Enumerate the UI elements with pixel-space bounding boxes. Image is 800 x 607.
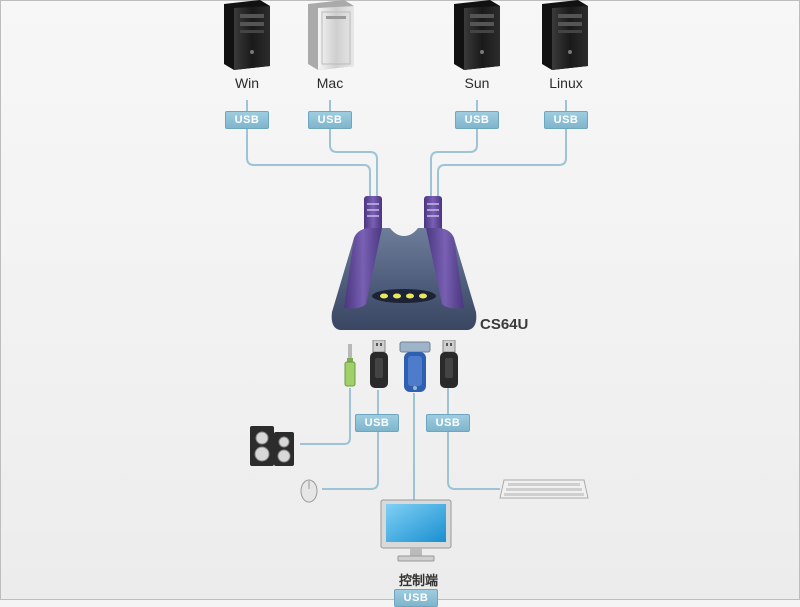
usb-badge-mac: USB (308, 111, 352, 129)
computer-label-win: Win (234, 75, 260, 91)
usb-plug-icon (370, 340, 388, 388)
usb-plug-icon (440, 340, 458, 388)
keyboard-cable (447, 388, 500, 490)
computer-label-mac: Mac (316, 75, 344, 91)
computer-label-sun: Sun (464, 75, 490, 91)
mac-cable (329, 100, 378, 198)
usb-badge-sun: USB (455, 111, 499, 129)
linux-computer-icon (542, 0, 588, 70)
computer-label-linux: Linux (549, 75, 583, 91)
monitor-icon (380, 499, 452, 562)
linux-cable (437, 100, 567, 198)
audio-jack-icon (344, 344, 356, 387)
usb-badge-keyboard: USB (426, 414, 470, 432)
speakers-icon (250, 426, 294, 466)
speaker-cable (300, 388, 351, 445)
mouse-cable (322, 390, 379, 490)
vga-connector-icon (399, 341, 431, 392)
win-computer-icon (224, 0, 270, 70)
sun-computer-icon (454, 0, 500, 70)
kvm-switch-icon (331, 196, 477, 330)
keyboard-icon (499, 479, 589, 499)
win-cable (246, 100, 371, 198)
sun-cable (430, 100, 478, 198)
mouse-icon (300, 479, 318, 503)
switch-model-name: CS64U (480, 316, 529, 333)
usb-badge-mouse: USB (355, 414, 399, 432)
usb-badge-console: USB (394, 589, 438, 607)
console-label: 控制端 (399, 574, 439, 589)
usb-badge-win: USB (225, 111, 269, 129)
mac-computer-icon (308, 0, 354, 70)
usb-badge-linux: USB (544, 111, 588, 129)
